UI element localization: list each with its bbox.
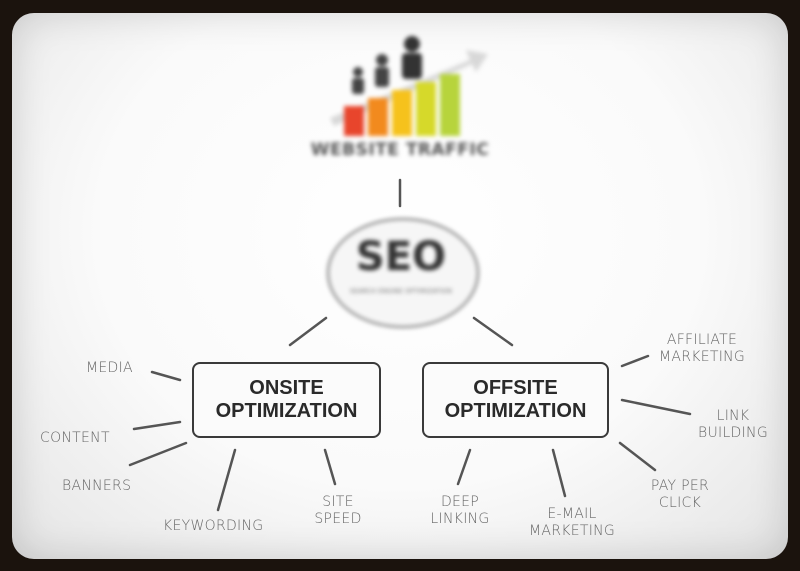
- label-site-speed-line2: SPEED: [314, 510, 362, 527]
- label-ppc-line2: CLICK: [658, 494, 702, 511]
- line-ppc: [618, 441, 657, 472]
- onsite-line2: OPTIMIZATION: [215, 400, 358, 422]
- line-affiliate: [620, 354, 650, 368]
- offsite-optimization-box: OFFSITE OPTIMIZATION: [422, 362, 609, 438]
- label-link-building: LINK BUILDING: [690, 408, 776, 442]
- label-deep-linking: DEEP LINKING: [424, 494, 496, 528]
- line-media: [150, 370, 182, 382]
- line-seo-onsite: [288, 316, 328, 347]
- label-affiliate-marketing: AFFILIATE MARKETING: [652, 332, 752, 366]
- label-ppc-line1: PAY PER: [650, 478, 710, 494]
- line-content: [132, 420, 182, 431]
- offsite-line1: OFFSITE: [473, 377, 558, 399]
- line-link-building: [620, 398, 692, 416]
- line-email: [551, 448, 567, 498]
- website-traffic-logo: [320, 30, 490, 150]
- offsite-line2: OPTIMIZATION: [444, 400, 587, 422]
- label-keywording: KEYWORDING: [163, 518, 264, 534]
- label-content: CONTENT: [40, 430, 110, 446]
- label-deep-linking-line2: LINKING: [430, 510, 490, 527]
- label-site-speed-line1: SITE: [322, 494, 354, 510]
- label-pay-per-click: PAY PER CLICK: [644, 478, 716, 512]
- label-deep-linking-line1: DEEP: [440, 494, 480, 510]
- label-media: MEDIA: [86, 360, 133, 376]
- onsite-optimization-box: ONSITE OPTIMIZATION: [192, 362, 381, 438]
- seo-title: SEO: [355, 234, 447, 280]
- label-email-line2: MARKETING: [528, 522, 616, 539]
- line-keywording: [216, 448, 237, 512]
- seo-oval: [327, 218, 479, 328]
- line-seo-offsite: [472, 316, 514, 347]
- label-affiliate-line2: MARKETING: [658, 348, 746, 365]
- line-banners: [128, 441, 188, 467]
- label-email-line1: E-MAIL: [547, 506, 597, 522]
- label-link-line1: LINK: [716, 408, 750, 424]
- website-traffic-title: WEBSITE TRAFFIC: [310, 140, 490, 160]
- onsite-line1: ONSITE: [249, 377, 324, 399]
- traffic-chart-icon: [330, 36, 488, 136]
- line-deep-linking: [456, 448, 472, 486]
- label-email-marketing: E-MAIL MARKETING: [522, 506, 622, 540]
- line-site-speed: [323, 448, 337, 486]
- label-site-speed: SITE SPEED: [308, 494, 368, 528]
- label-link-line2: BUILDING: [698, 424, 768, 441]
- label-banners: BANNERS: [62, 478, 132, 494]
- seo-subtitle: SEARCH ENGINE OPTIMIZATION: [350, 288, 452, 295]
- label-affiliate-line1: AFFILIATE: [666, 332, 738, 348]
